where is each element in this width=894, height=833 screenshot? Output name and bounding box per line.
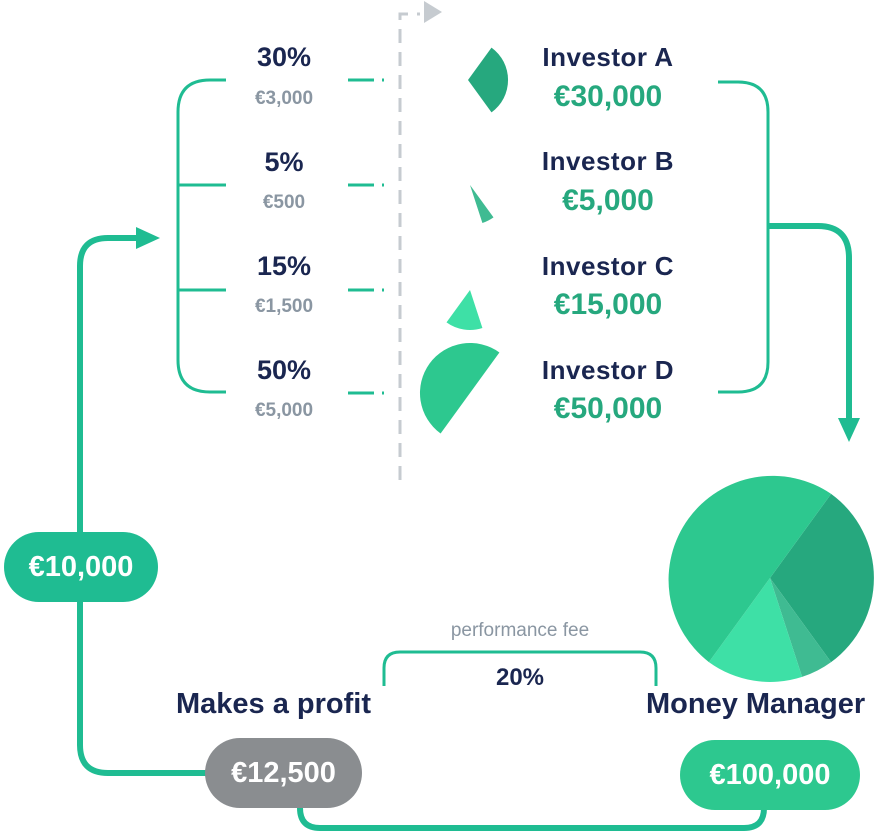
share-amount-c: €1,500 bbox=[254, 296, 314, 317]
investor-d-name: Investor D bbox=[541, 355, 675, 385]
manager-pie bbox=[668, 475, 874, 682]
fee-bracket bbox=[382, 650, 658, 686]
share-d: 50% bbox=[256, 355, 312, 385]
fee-caption: performance fee bbox=[450, 620, 590, 641]
investor-a-name: Investor A bbox=[542, 42, 674, 72]
manager-pie-slice-c bbox=[708, 578, 803, 682]
manager-pie-slice-d bbox=[668, 475, 832, 663]
manager-pill: €100,000 bbox=[680, 740, 860, 810]
arrow-to-manager-icon bbox=[838, 418, 860, 442]
return-flow bbox=[77, 235, 210, 776]
return-arrow-icon bbox=[136, 227, 160, 249]
profit-pill: €12,500 bbox=[205, 738, 362, 808]
manager-pie-slice-b bbox=[770, 578, 832, 677]
profit-label: Makes a profit bbox=[176, 688, 371, 720]
fee-value: 20% bbox=[495, 664, 545, 691]
investor-c-name: Investor C bbox=[541, 251, 675, 281]
investor-wedge-a bbox=[468, 47, 509, 113]
investor-a-value: €30,000 bbox=[553, 80, 663, 113]
right-bracket bbox=[718, 80, 770, 394]
return-pill: €10,000 bbox=[4, 532, 158, 602]
share-a: 30% bbox=[256, 42, 312, 72]
investor-c-value: €15,000 bbox=[553, 288, 663, 321]
share-b: 5% bbox=[264, 147, 304, 177]
investor-wedge-b bbox=[470, 185, 494, 223]
dashed-divider bbox=[398, 12, 420, 480]
investor-wedge-d bbox=[419, 342, 500, 434]
divider-arrow-icon bbox=[424, 1, 442, 23]
manager-label: Money Manager bbox=[646, 688, 866, 720]
share-amount-a: €3,000 bbox=[254, 88, 314, 109]
manager-pie-slice-a bbox=[770, 493, 874, 663]
left-bracket bbox=[176, 78, 226, 394]
investor-wedges bbox=[419, 47, 509, 434]
share-amount-d: €5,000 bbox=[254, 400, 314, 421]
investor-b-value: €5,000 bbox=[562, 184, 654, 217]
bottom-flow bbox=[297, 800, 767, 831]
share-c: 15% bbox=[256, 251, 312, 281]
investor-wedge-c bbox=[446, 290, 483, 330]
investor-d-value: €50,000 bbox=[553, 392, 663, 425]
investor-b-name: Investor B bbox=[541, 146, 675, 176]
arrow-to-manager bbox=[768, 223, 852, 420]
share-amount-b: €500 bbox=[262, 192, 306, 213]
